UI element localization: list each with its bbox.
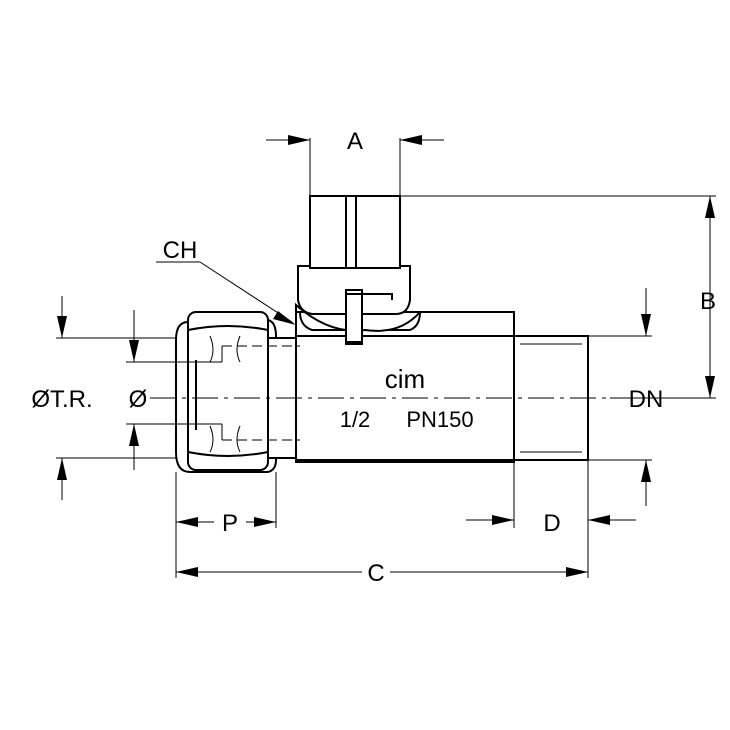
brand-marking: cim (385, 364, 425, 394)
dim-p-arrow-left (176, 517, 198, 527)
dim-a-arrow-right (400, 135, 422, 145)
dim-d-arrow-right (588, 515, 610, 525)
dimension-c: C (176, 558, 588, 588)
dim-d-arrow-left (492, 515, 514, 525)
compression-nut (187, 311, 269, 471)
dim-a-label: A (347, 128, 363, 155)
handle-stem-visible (345, 289, 363, 343)
dim-o-arrow-bottom (129, 424, 139, 446)
dimension-ch: CH (156, 237, 296, 325)
dimension-dn: DN (588, 288, 663, 506)
pressure-marking: PN150 (406, 407, 473, 432)
dim-dn-label: DN (629, 386, 664, 413)
dim-otr-arrow-bottom (57, 458, 67, 480)
dimension-o: Ø (126, 310, 222, 470)
dim-p-arrow-right (254, 517, 276, 527)
dim-c-label: C (367, 560, 384, 587)
nut-chamfer-top (187, 325, 269, 331)
handle-notch (345, 293, 393, 300)
dim-c-arrow-right (566, 567, 588, 577)
valve-body-group (175, 195, 589, 473)
dim-b-arrow-top (705, 196, 715, 218)
nut-hex-mark-2 (209, 425, 214, 453)
dimension-d: D (466, 460, 636, 578)
dim-ch-arrow (273, 311, 296, 325)
dim-otr-arrow-top (57, 316, 67, 338)
dim-o-label: Ø (129, 386, 148, 413)
dim-b-label: B (700, 288, 716, 315)
dim-o-arrow-top (129, 340, 139, 362)
dim-a-arrow-left (288, 135, 310, 145)
dim-otr-label: ØT.R. (31, 386, 92, 413)
dim-ch-label: CH (163, 237, 198, 264)
nut-hex-mark-3 (236, 335, 241, 363)
dim-b-arrow-bottom (705, 376, 715, 398)
dim-c-label-bg (362, 558, 390, 588)
dim-ch-leader (199, 261, 293, 323)
dim-p-label: P (222, 510, 238, 537)
nut-chamfer-bottom (187, 451, 269, 457)
dimension-b: B (400, 195, 716, 399)
dim-d-label: D (543, 510, 560, 537)
dimension-otr: ØT.R. (31, 296, 176, 500)
dim-c-arrow-left (176, 567, 198, 577)
nut-hex-mark-1 (209, 335, 214, 363)
dim-dn-arrow-top (641, 314, 651, 336)
dim-dn-arrow-bottom (641, 460, 651, 482)
dimension-a: A (266, 128, 444, 196)
dimension-p: P (175, 472, 277, 578)
size-marking: 1/2 (340, 407, 371, 432)
